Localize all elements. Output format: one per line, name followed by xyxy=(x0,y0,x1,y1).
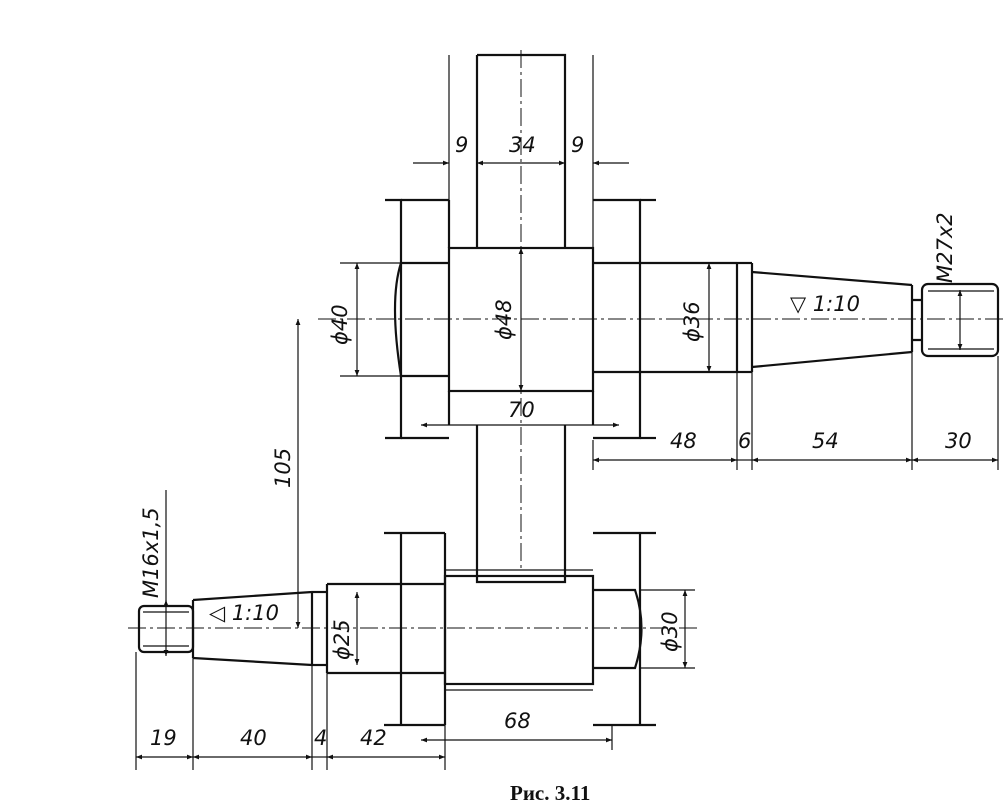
dim-19: 19 xyxy=(150,726,177,750)
dim-dia-30: ϕ30 xyxy=(658,611,682,652)
dim-dia-25: ϕ25 xyxy=(330,619,354,660)
dim-9-left: 9 xyxy=(455,133,468,157)
dim-thread-m16: M16x1,5 xyxy=(139,507,163,598)
dimension-labels: 9 34 9 ϕ40 ϕ48 ϕ36 M27x2 ▽ 1:10 70 48 6 … xyxy=(139,133,972,750)
dim-105: 105 xyxy=(271,448,295,488)
dim-70: 70 xyxy=(508,398,535,422)
lower-shaft-end xyxy=(137,590,327,667)
dim-68: 68 xyxy=(504,709,531,733)
upper-gear-teeth xyxy=(448,53,594,248)
dimension-lines xyxy=(135,160,999,770)
dim-30: 30 xyxy=(945,429,972,453)
dim-40: 40 xyxy=(240,726,267,750)
dim-thread-m27: M27x2 xyxy=(933,212,957,283)
dim-9-right: 9 xyxy=(571,133,584,157)
lower-shaft xyxy=(128,425,700,727)
upper-shaft-end xyxy=(737,261,1000,374)
upper-shaft xyxy=(318,50,1004,570)
lower-right-bearing xyxy=(593,531,656,727)
dim-6: 6 xyxy=(738,429,751,453)
dim-4: 4 xyxy=(314,726,327,750)
dim-48: 48 xyxy=(670,429,697,453)
dim-42: 42 xyxy=(360,726,387,750)
dim-dia-40: ϕ40 xyxy=(328,304,352,345)
dim-taper-top: ▽ 1:10 xyxy=(790,292,860,316)
figure-caption: Рис. 3.11 xyxy=(510,781,590,805)
lower-left-bearing xyxy=(325,531,447,727)
dim-54: 54 xyxy=(812,429,839,453)
dim-dia-36: ϕ36 xyxy=(680,301,704,342)
dim-taper-bottom: ◁ 1:10 xyxy=(209,601,279,625)
lower-pinion xyxy=(443,425,595,691)
dim-34: 34 xyxy=(509,133,536,157)
dim-dia-48: ϕ48 xyxy=(492,299,516,340)
